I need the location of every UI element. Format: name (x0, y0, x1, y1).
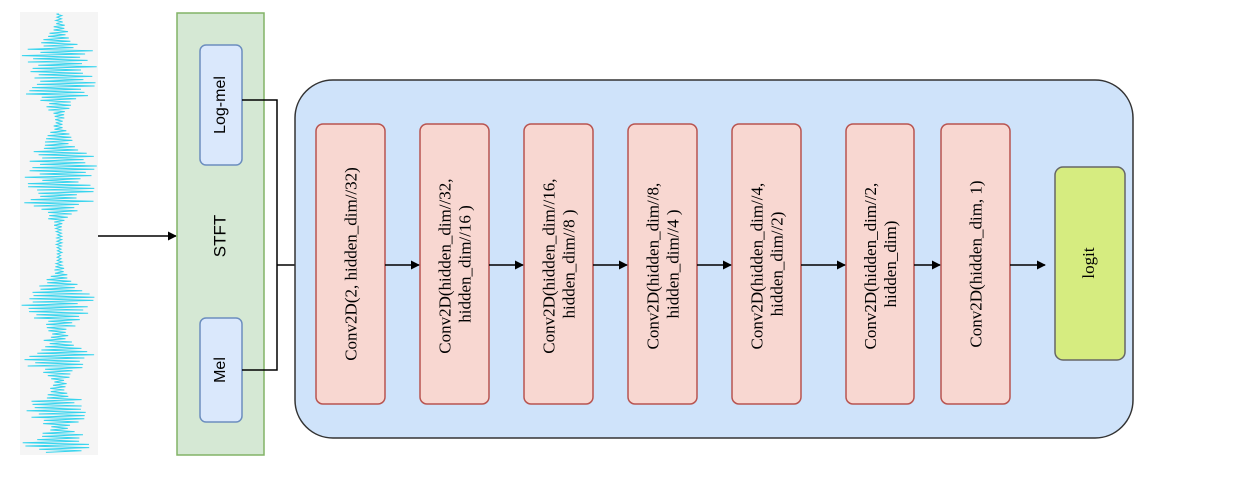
connector-mel (242, 265, 278, 371)
log-mel-label: Log-mel (212, 76, 229, 134)
svg-text:Conv2D(hidden_dim//16,: Conv2D(hidden_dim//16, hidden_dim//8 ) (540, 174, 579, 353)
conv-block-5-line-2: hidden_dim//2) (768, 212, 787, 317)
svg-text:Conv2D(hidden_dim//8,: Conv2D(hidden_dim//8, hidden_dim//4 ) (644, 179, 683, 350)
conv-block-5-line-1: Conv2D(hidden_dim//4, (748, 183, 767, 350)
conv-blocks: Conv2D(2, hidden_dim//32) Conv2D(hidden_… (315, 123, 1011, 405)
conv-block-2-line-1: Conv2D(hidden_dim//32, (436, 179, 455, 354)
conv-block-3-line-1: Conv2D(hidden_dim//16, (540, 179, 559, 354)
svg-text:Conv2D(hidden_dim//4,: Conv2D(hidden_dim//4, hidden_dim//2) (748, 179, 787, 350)
conv-block-6: Conv2D(hidden_dim//2, hidden_dim) (845, 123, 915, 405)
svg-text:Conv2D(hidden_dim, 1): Conv2D(hidden_dim, 1) (967, 180, 986, 347)
conv-block-2: Conv2D(hidden_dim//32, hidden_dim//16 ) (419, 123, 490, 405)
svg-text:Conv2D(hidden_dim//2,: Conv2D(hidden_dim//2, hidden_dim) (861, 179, 900, 350)
logit-block: logit (1054, 166, 1126, 361)
conv-block-1-line-1: Conv2D(2, hidden_dim//32) (342, 167, 361, 361)
conv-block-5: Conv2D(hidden_dim//4, hidden_dim//2) (731, 123, 802, 405)
mel-label: Mel (212, 357, 229, 383)
conv-block-2-line-2: hidden_dim//16 ) (456, 205, 475, 323)
conv-block-6-line-1: Conv2D(hidden_dim//2, (861, 183, 880, 350)
cnn-container (294, 79, 1134, 439)
logit-label: logit (1079, 247, 1098, 278)
connector-log-mel (242, 99, 278, 265)
mel-box: Mel (199, 317, 243, 423)
svg-text:Conv2D(2, hidden_dim//32): Conv2D(2, hidden_dim//32) (342, 167, 361, 361)
conv-block-7: Conv2D(hidden_dim, 1) (940, 123, 1011, 405)
conv-block-1: Conv2D(2, hidden_dim//32) (315, 123, 386, 405)
audio-waveform (21, 13, 97, 453)
conv-block-3-line-2: hidden_dim//8 ) (560, 209, 579, 318)
log-mel-box: Log-mel (199, 44, 243, 166)
conv-block-4: Conv2D(hidden_dim//8, hidden_dim//4 ) (627, 123, 698, 405)
svg-text:Conv2D(hidden_dim//32,: Conv2D(hidden_dim//32, hidden_dim//16 ) (436, 174, 475, 353)
conv-block-4-line-1: Conv2D(hidden_dim//8, (644, 183, 663, 350)
waveform-panel (20, 12, 98, 455)
stft-label: STFT (210, 215, 229, 258)
conv-block-7-line-1: Conv2D(hidden_dim, 1) (967, 180, 986, 347)
conv-block-4-line-2: hidden_dim//4 ) (664, 209, 683, 318)
conv-block-6-line-2: hidden_dim) (881, 221, 900, 308)
conv-block-3: Conv2D(hidden_dim//16, hidden_dim//8 ) (523, 123, 594, 405)
